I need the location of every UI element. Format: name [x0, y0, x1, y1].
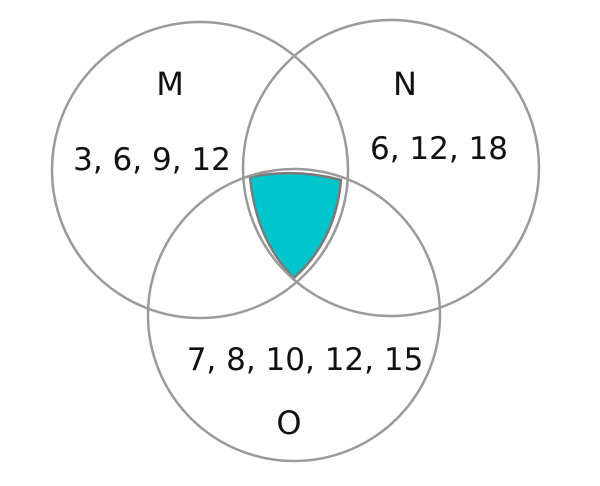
intersection-mno-region — [248, 171, 343, 280]
set-o-elements: 7, 8, 10, 12, 15 — [187, 342, 424, 378]
set-n-elements: 6, 12, 18 — [370, 131, 508, 167]
set-o-label: O — [276, 404, 301, 442]
set-m-circle — [50, 20, 350, 320]
set-n-label: N — [393, 65, 417, 103]
set-o-circle — [146, 167, 442, 463]
set-n-circle — [241, 18, 541, 318]
set-m-label: M — [156, 65, 184, 103]
set-m-elements: 3, 6, 9, 12 — [73, 142, 231, 178]
